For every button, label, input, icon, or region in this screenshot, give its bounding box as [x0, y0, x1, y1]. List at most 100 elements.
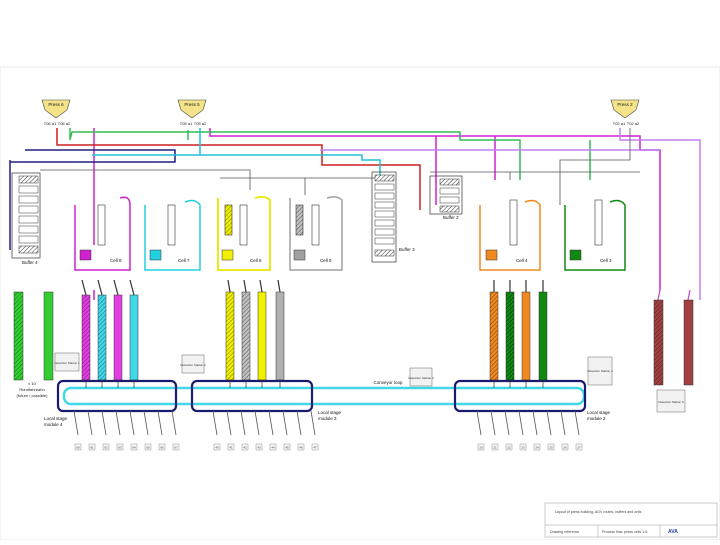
lane-maroon-1	[653, 299, 664, 386]
press-2-out-a: T02 a1	[613, 121, 626, 126]
route-gray-a	[40, 169, 380, 195]
drop-station-box	[158, 443, 166, 451]
agv-routes	[9, 128, 701, 300]
drop-station-label: 46	[299, 446, 303, 450]
drop-station-label: 60	[76, 446, 80, 450]
drop-line	[560, 410, 566, 436]
drop-station-label: 67	[174, 446, 178, 450]
drop-station-label: 23	[521, 446, 525, 450]
drop-station-label: 40	[215, 446, 219, 450]
drop-station-label: 26	[563, 446, 567, 450]
buffer-3-slot	[374, 219, 395, 227]
connector-left	[81, 279, 135, 296]
drop-station-box	[533, 443, 541, 451]
drop-station-label: 65	[146, 446, 150, 450]
lane-cyan-2	[129, 294, 139, 381]
drop-line	[157, 410, 163, 436]
route-navy-a	[10, 149, 176, 163]
title-block-line-1: Layout of press building, AGV routes, bu…	[555, 510, 642, 514]
lane-green-2	[43, 291, 54, 381]
buffer-3-slot	[374, 183, 395, 191]
stage-labels: Local stage module 4 Local stage module …	[44, 410, 611, 427]
legend-note-line-1: x 10	[28, 381, 36, 386]
drop-station-box	[74, 443, 82, 451]
cell-7-loop	[144, 199, 201, 271]
stage-2-label-1: Local stage	[587, 410, 611, 415]
press-5-out-a: T05 a1	[180, 121, 193, 126]
detection-box-2-label: Detection Station 2	[180, 363, 206, 367]
drop-station-box	[505, 443, 513, 451]
cell-4-machine	[485, 249, 498, 261]
lane-connectors	[81, 279, 691, 301]
drop-station-label: 22	[507, 446, 511, 450]
drop-station-label: 63	[118, 446, 122, 450]
press-2-out-b: T02 a2	[627, 121, 640, 126]
drop-station-box	[241, 443, 249, 451]
press-5-label: Press 5	[184, 102, 200, 107]
lane-gray-2	[275, 291, 285, 381]
drop-line	[504, 410, 510, 436]
drop-station-box	[172, 443, 180, 451]
drop-station-box	[297, 443, 305, 451]
detection-box-3	[409, 367, 433, 387]
drop-line	[310, 410, 316, 436]
drop-station-label: 66	[160, 446, 164, 450]
drop-station-label: 43	[257, 446, 261, 450]
drop-line	[254, 410, 260, 436]
press-6-out-b: T06 a2	[58, 121, 71, 126]
buffer-3: Buffer 3	[371, 171, 415, 263]
drop-line	[115, 410, 121, 436]
stage-2-frame	[453, 379, 587, 413]
cell-6-rack-b	[239, 204, 248, 246]
drop-station-box	[213, 443, 221, 451]
lane-yellow-1	[225, 291, 235, 381]
drop-station-box	[311, 443, 319, 451]
buffer-2-slot	[439, 205, 460, 213]
buffer-4-slot	[18, 215, 39, 224]
stage-2-label-2: module 2	[587, 416, 606, 421]
cell-4-loop	[479, 199, 541, 271]
detection-box-1	[54, 352, 80, 372]
cell-6-loop	[217, 195, 271, 271]
lane-magenta-1	[81, 294, 91, 381]
cell-5-rack-a	[295, 204, 304, 236]
buffer-4-slot	[18, 225, 39, 234]
lane-green-4	[538, 291, 548, 381]
detection-box-5-label: Detection Station 5	[658, 400, 684, 404]
buffer-3-frame	[371, 171, 397, 263]
buffer-4-slot	[18, 205, 39, 214]
title-block-logo: AVA	[668, 529, 678, 535]
cell-5-machine	[293, 249, 306, 261]
drop-line	[296, 410, 302, 436]
conveyor: Conveyor loop	[56, 379, 587, 413]
drop-station-box	[102, 443, 110, 451]
buffer-4: Buffer 4	[11, 172, 41, 265]
cell-8-loop	[74, 196, 131, 271]
stage-4-label-2: module 4	[44, 422, 63, 427]
drop-line	[129, 410, 135, 436]
drop-station-box	[283, 443, 291, 451]
press-5-symbol	[177, 99, 207, 119]
buffer-3-slot	[374, 249, 395, 257]
buffer-4-label: Buffer 4	[22, 260, 38, 265]
lane-green-3	[505, 291, 515, 381]
press-5-out-b: T05 a2	[194, 121, 207, 126]
drop-station-label: 64	[132, 446, 136, 450]
drop-line	[143, 410, 149, 436]
press-2-label: Press 2	[617, 102, 633, 107]
buffer-2-label: Buffer 2	[443, 215, 459, 220]
press-2: Press 2 T02 a1 T02 a2	[610, 99, 640, 126]
drop-station-box	[269, 443, 277, 451]
lane-orange-1	[489, 291, 499, 381]
buffer-4-frame	[11, 172, 41, 259]
drop-line	[546, 410, 552, 436]
buffer-3-slot	[374, 228, 395, 236]
cell-8: Cell 8	[74, 196, 131, 271]
buffer-4-slot	[18, 235, 39, 244]
cell-7: Cell 7	[144, 199, 201, 271]
conveyor-label: Conveyor loop	[373, 380, 403, 385]
route-gray-c	[559, 128, 631, 205]
connector-middle	[227, 279, 281, 293]
